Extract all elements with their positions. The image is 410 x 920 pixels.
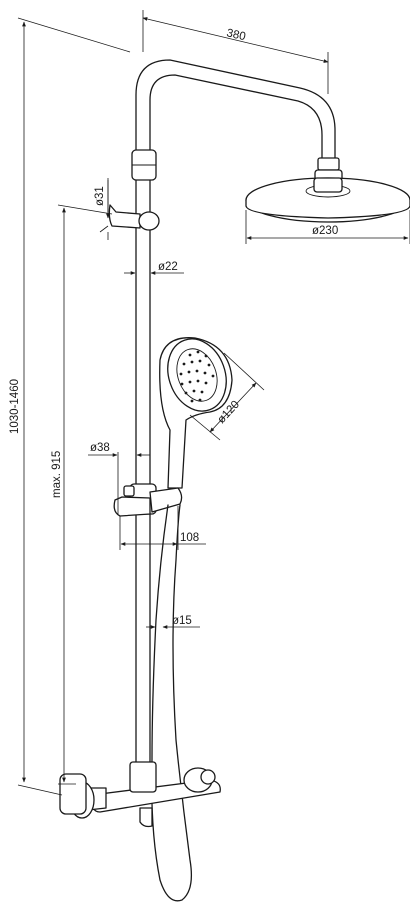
shower-head xyxy=(245,177,410,223)
dim-bracket-diameter: ø31 xyxy=(94,178,110,240)
dim-hose-diameter: ø15 xyxy=(146,615,200,629)
wall-bracket xyxy=(108,204,160,231)
shower-hose xyxy=(151,504,193,902)
thermostatic-mixer xyxy=(59,761,221,828)
dim-arm-length: 380 xyxy=(142,10,329,94)
riser-pipe xyxy=(135,59,336,801)
total-height-label: 1030-1460 xyxy=(9,379,21,434)
arm-length-label: 380 xyxy=(225,27,246,43)
dim-head-diameter: ø230 xyxy=(245,210,410,244)
dim-total-height: 1030-1460 xyxy=(9,17,131,796)
pipe-diameter-label: ø22 xyxy=(158,261,178,273)
bracket-diameter-label: ø31 xyxy=(94,186,106,206)
dim-max-slide-height: max. 915 xyxy=(51,204,113,785)
max-slide-height-label: max. 915 xyxy=(51,451,63,498)
holder-offset-label: 108 xyxy=(180,532,199,544)
dim-holder-offset: 108 xyxy=(119,506,206,550)
slide-holder xyxy=(113,483,183,517)
hose-diameter-label: ø15 xyxy=(172,615,192,627)
dim-holder-diameter: ø38 xyxy=(88,442,150,514)
head-diameter-label: ø230 xyxy=(312,225,338,237)
holder-diameter-label: ø38 xyxy=(90,442,110,454)
spray-nozzles xyxy=(179,350,215,403)
pipe-clamp-top xyxy=(131,149,157,181)
dim-pipe-diameter: ø22 xyxy=(124,261,184,275)
